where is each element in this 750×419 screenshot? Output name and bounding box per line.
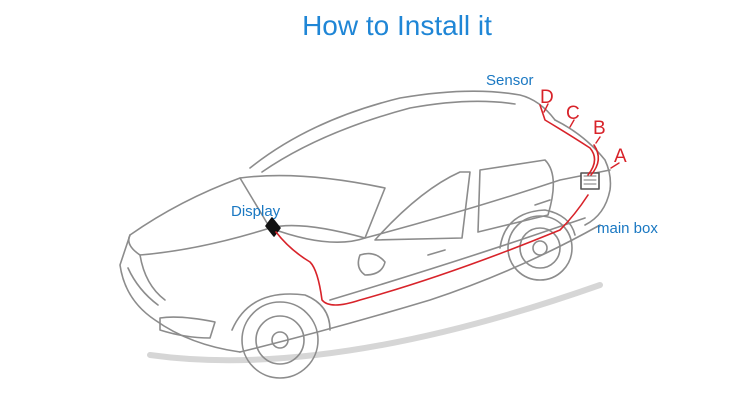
body-side xyxy=(269,169,611,243)
rear-wheel xyxy=(507,215,573,281)
sensor-b-label: B xyxy=(593,118,606,139)
main-box xyxy=(580,172,600,190)
side-windows xyxy=(374,171,471,241)
wire xyxy=(275,194,589,306)
display-label: Display xyxy=(231,203,281,220)
headlight xyxy=(159,316,216,339)
main-box-label: main box xyxy=(597,220,658,237)
page-title: How to Install it xyxy=(302,10,492,41)
trunk xyxy=(554,119,612,226)
windshield xyxy=(239,174,386,239)
side-mirror xyxy=(357,252,386,276)
sensor-c-label: C xyxy=(566,103,580,124)
sensor-d-label: D xyxy=(540,87,554,108)
sensor-a-label: A xyxy=(614,146,627,167)
front-bumper xyxy=(119,234,241,353)
car-roof xyxy=(249,90,556,169)
hood xyxy=(127,177,271,256)
sensor-label: Sensor xyxy=(486,72,534,89)
front-wheel xyxy=(241,301,319,379)
